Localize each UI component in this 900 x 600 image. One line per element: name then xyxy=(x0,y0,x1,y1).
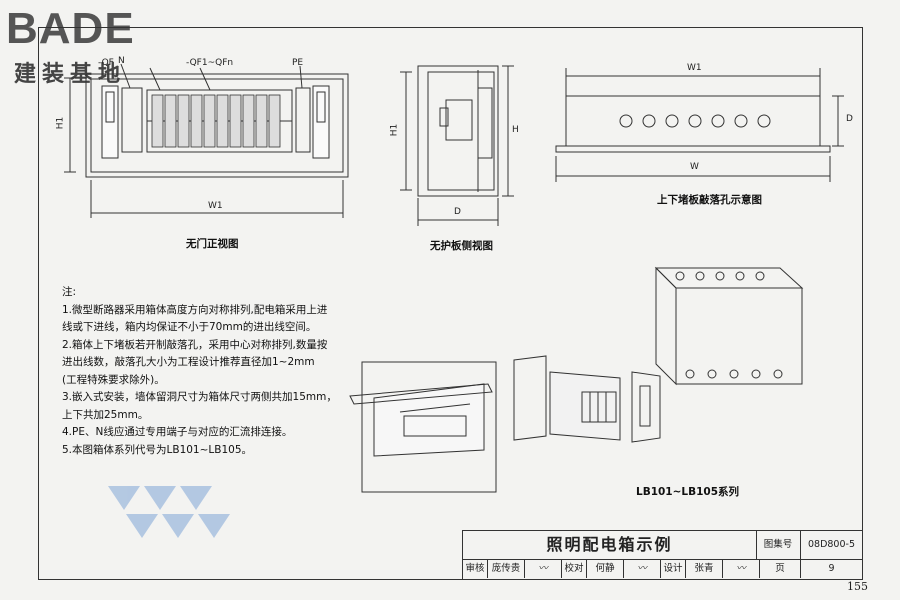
knockout-dim-d: D xyxy=(846,114,853,124)
knockout-dim-w: W xyxy=(690,162,699,172)
note-line: 进出线数，敲落孔大小为工程设计推荐直径加1~2mm xyxy=(62,356,315,368)
note-line: 5.本图箱体系列代号为LB101~LB105。 xyxy=(62,443,253,456)
series-caption: LB101~LB105系列 xyxy=(636,486,740,498)
qf-range-label: -QF1~QFn xyxy=(186,58,234,68)
checker-signature: 〰 xyxy=(624,560,661,578)
enclosure-box-drawing xyxy=(654,266,804,386)
note-line: 1.微型断路器采用箱体高度方向对称排列,配电箱采用上进 xyxy=(62,303,328,316)
reviewer-name: 庞传贵 xyxy=(488,560,525,578)
check-label: 校对 xyxy=(562,560,587,578)
watermark-logo xyxy=(108,486,230,538)
front-view-drawing xyxy=(64,63,349,218)
note-line: 4.PE、N线应通过专用端子与对应的汇流排连接。 xyxy=(62,426,293,438)
panel-perspective-drawing xyxy=(349,361,497,493)
note-line: 3.嵌入式安装，墙体留洞尺寸为箱体尺寸两侧共加15mm， xyxy=(62,391,337,403)
page-number: 155 xyxy=(847,580,868,593)
note-line: 上下共加25mm。 xyxy=(62,408,149,421)
note-line: 线或下进线，箱内均保证不小于70mm的进出线空间。 xyxy=(62,321,317,333)
side-dim-h1: H1 xyxy=(389,123,400,137)
design-label: 设计 xyxy=(661,560,686,578)
side-view-drawing xyxy=(400,65,514,226)
pe-label: PE xyxy=(292,58,304,68)
signature-row: 审核 庞传贵 〰 校对 何静 〰 设计 张青 〰 页 9 xyxy=(463,560,862,579)
drawing-title: 照明配电箱示例 xyxy=(463,531,757,559)
knockout-dim-w1: W1 xyxy=(687,63,702,73)
atlas-label: 图集号 xyxy=(756,531,801,559)
designer-name: 张青 xyxy=(686,560,723,578)
note-line: (工程特殊要求除外)。 xyxy=(62,373,165,386)
qf-label: -QF xyxy=(98,58,114,68)
title-block: 照明配电箱示例 图集号 08D800-5 审核 庞传贵 〰 校对 何静 〰 设计… xyxy=(462,530,862,579)
brand-logo: BADE xyxy=(6,4,135,53)
notes-block: 注: 1.微型断路器采用箱体高度方向对称排列,配电箱采用上进 线或下进线，箱内均… xyxy=(62,284,362,459)
atlas-number: 08D800-5 xyxy=(807,539,855,550)
knockout-view-caption: 上下堵板敲落孔示意图 xyxy=(657,194,762,206)
front-view-caption: 无门正视图 xyxy=(186,238,239,250)
checker-name: 何静 xyxy=(587,560,624,578)
front-dim-h1: H1 xyxy=(55,116,66,130)
n-label: N xyxy=(118,56,125,66)
page-value: 9 xyxy=(828,563,835,574)
knockout-view-drawing xyxy=(555,68,844,182)
side-dim-d: D xyxy=(454,207,461,217)
reviewer-signature: 〰 xyxy=(525,560,562,578)
side-dim-h: H xyxy=(512,125,519,135)
page-label: 页 xyxy=(760,560,801,578)
drawing-frame xyxy=(38,27,863,580)
front-dim-w1: W1 xyxy=(208,201,223,211)
note-line: 2.箱体上下堵板若开制敲落孔，采用中心对称排列,数量按 xyxy=(62,338,328,351)
designer-signature: 〰 xyxy=(723,560,760,578)
side-view-caption: 无护板侧视图 xyxy=(430,240,493,252)
notes-heading: 注: xyxy=(62,286,77,298)
assembly-perspective-drawing xyxy=(513,355,661,443)
review-label: 审核 xyxy=(463,560,488,578)
